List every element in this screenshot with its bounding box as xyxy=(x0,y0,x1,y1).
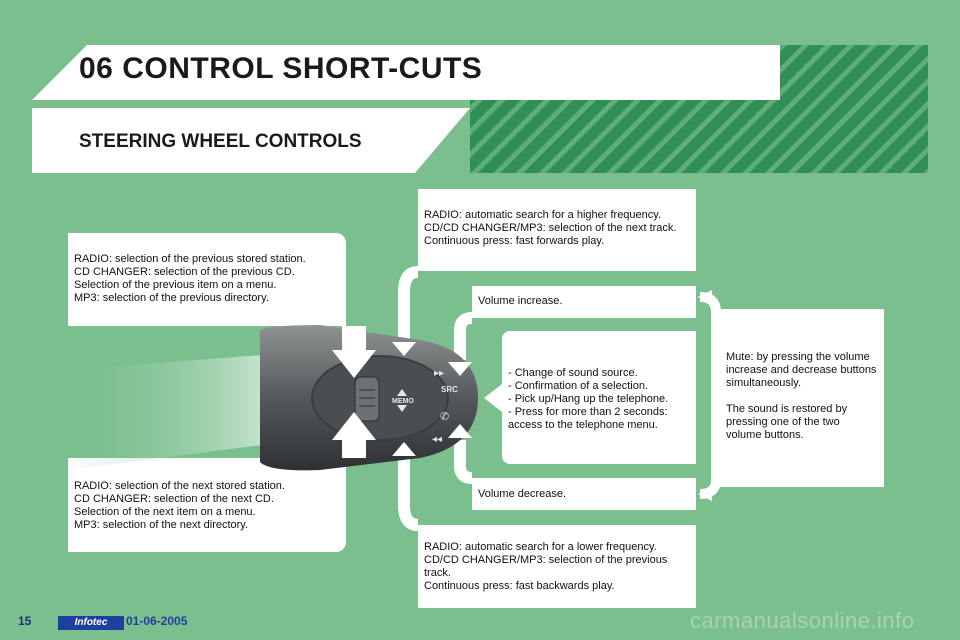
memo-down-icon xyxy=(397,405,407,412)
callout-mute: Mute: by pressing the volume increase an… xyxy=(720,309,884,487)
rail-mute xyxy=(699,292,721,499)
button-pad xyxy=(311,355,449,441)
page-title: 06 CONTROL SHORT-CUTS xyxy=(79,52,483,85)
arrow-source xyxy=(484,384,502,412)
phone-icon: ✆ xyxy=(440,410,449,423)
page-number: 15 xyxy=(18,614,32,628)
rail-previous-track xyxy=(398,455,419,531)
callout-volume-up-text: Volume increase. xyxy=(478,295,563,307)
arrow-next-track xyxy=(392,342,416,356)
callout-next-track-text: RADIO: automatic search for a higher fre… xyxy=(424,209,677,247)
callout-next-station-text: RADIO: selection of the next stored stat… xyxy=(74,480,285,531)
callout-volume-down-text: Volume decrease. xyxy=(478,488,567,500)
rail-volume-down xyxy=(454,440,473,484)
callout-next-track: RADIO: automatic search for a higher fre… xyxy=(418,189,696,271)
callout-next-station: RADIO: selection of the next stored stat… xyxy=(68,458,346,552)
arrow-previous-station xyxy=(332,326,376,378)
callout-source: - Change of sound source. - Confirmation… xyxy=(502,331,696,464)
callout-previous-track-text: RADIO: automatic search for a lower freq… xyxy=(424,541,668,592)
memo-label: MEMO xyxy=(392,398,414,405)
fast-forward-icon: ▸▸ xyxy=(434,368,444,379)
callout-source-text: - Change of sound source. - Confirmation… xyxy=(508,367,669,431)
callout-previous-track: RADIO: automatic search for a lower freq… xyxy=(418,525,696,608)
column-beam xyxy=(68,352,300,470)
thumbwheel xyxy=(354,376,380,422)
infotec-badge: Infotec xyxy=(58,616,124,630)
callout-previous-station: RADIO: selection of the previous stored … xyxy=(68,233,346,326)
arrow-volume-up xyxy=(448,362,472,376)
src-label: SRC xyxy=(441,385,458,394)
watermark: carmanualsonline.info xyxy=(690,608,915,633)
callout-volume-down: Volume decrease. xyxy=(472,478,696,510)
arrow-mute-up xyxy=(698,290,712,304)
arrow-previous-track xyxy=(392,442,416,456)
callout-volume-up: Volume increase. xyxy=(472,286,696,318)
arrow-next-station xyxy=(332,412,376,458)
section-title: STEERING WHEEL CONTROLS xyxy=(79,131,362,152)
callout-mute-text: Mute: by pressing the volume increase an… xyxy=(726,351,877,441)
arrow-volume-down xyxy=(448,424,472,438)
arrow-mute-down xyxy=(698,487,712,501)
subtitle-band xyxy=(32,108,470,173)
title-band xyxy=(32,45,780,100)
memo-up-icon xyxy=(397,389,407,396)
callout-previous-station-text: RADIO: selection of the previous stored … xyxy=(74,253,306,304)
rail-volume-up xyxy=(454,312,473,360)
rail-next-track xyxy=(398,266,419,350)
edition-date: 01-06-2005 xyxy=(126,614,188,628)
rewind-icon: ◂◂ xyxy=(432,434,442,445)
